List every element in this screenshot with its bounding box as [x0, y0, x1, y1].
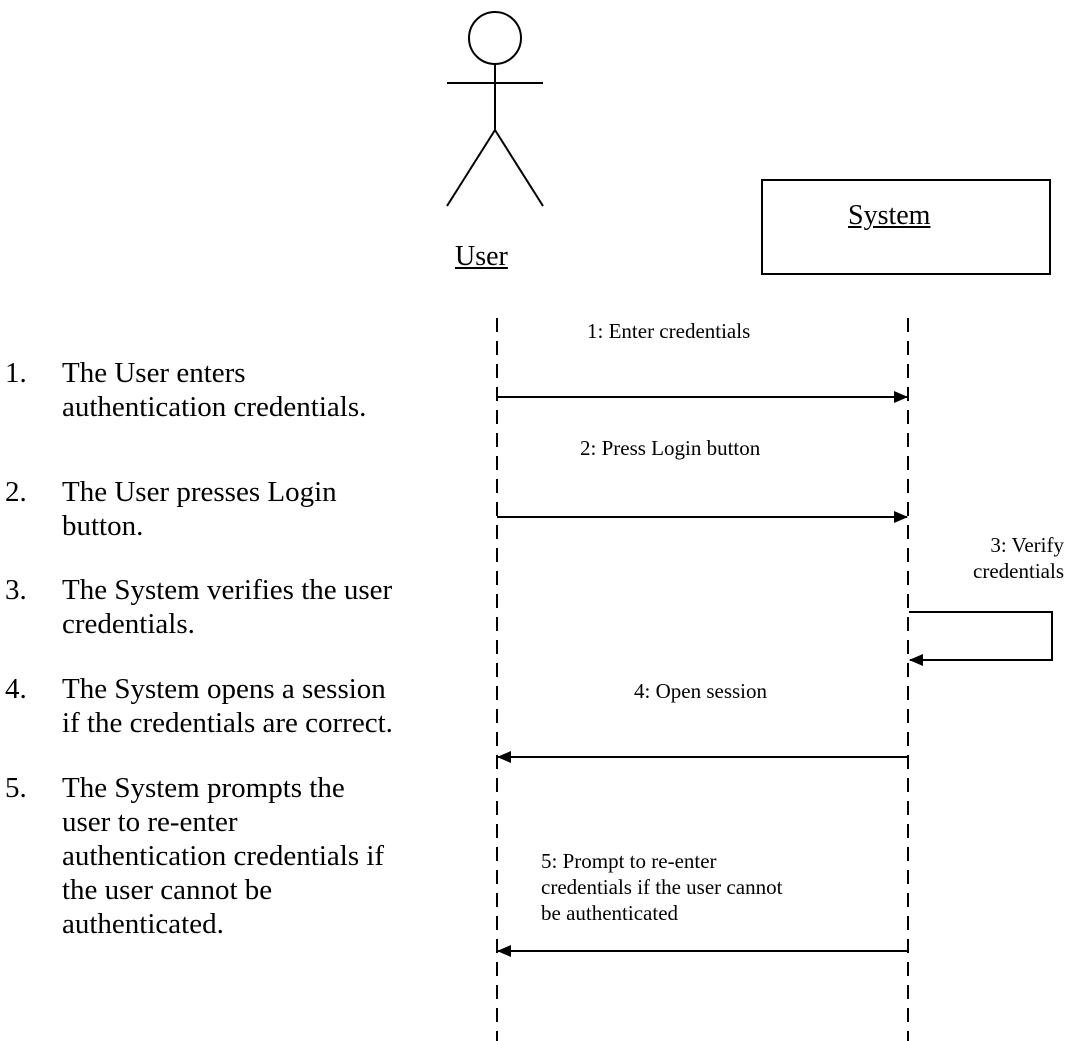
step-2-line-1: The User presses Login [62, 476, 337, 508]
system-participant-label: System [848, 200, 931, 231]
message-3-label-line-1: 3: Verify [990, 533, 1064, 557]
message-3-label: 3: Verify credentials [940, 532, 1064, 584]
message-5-label: 5: Prompt to re-enter credentials if the… [541, 848, 782, 926]
message-5-label-line-1: 5: Prompt to re-enter [541, 849, 717, 873]
step-5-line-5: authenticated. [62, 908, 224, 940]
message-5-label-line-2: credentials if the user cannot [541, 875, 783, 899]
step-2-line-2: button. [62, 510, 144, 542]
step-5-number: 5. [5, 772, 27, 804]
step-1-number: 1. [5, 357, 27, 389]
step-5-line-3: authentication credentials if [62, 840, 385, 872]
step-3-number: 3. [5, 574, 27, 606]
step-1-line-1: The User enters [62, 357, 246, 389]
message-3-label-line-2: credentials [973, 559, 1064, 583]
user-actor-head [468, 11, 522, 65]
user-actor-label: User [455, 241, 508, 272]
message-4-label: 4: Open session [634, 679, 767, 703]
step-4-line-1: The System opens a session [62, 673, 386, 705]
message-5-label-line-3: be authenticated [541, 901, 679, 925]
step-2-number: 2. [5, 476, 27, 508]
step-5-line-1: The System prompts the [62, 772, 345, 804]
step-1-line-2: authentication credentials. [62, 391, 367, 423]
message-1-label: 1: Enter credentials [587, 319, 751, 343]
step-4-line-2: if the credentials are correct. [62, 707, 393, 739]
step-4-number: 4. [5, 673, 27, 705]
step-5-line-2: user to re-enter [62, 806, 238, 838]
system-participant-box [761, 179, 1051, 275]
step-3-line-1: The System verifies the user [62, 574, 393, 606]
user-actor-right-leg [494, 129, 544, 207]
message-2-label: 2: Press Login button [580, 436, 761, 460]
step-3-line-2: credentials. [62, 608, 195, 640]
user-actor-left-leg [446, 129, 496, 207]
step-5-line-4: the user cannot be [62, 874, 273, 906]
message-3-self-arrow [909, 611, 1053, 666]
user-actor-figure [446, 11, 544, 207]
